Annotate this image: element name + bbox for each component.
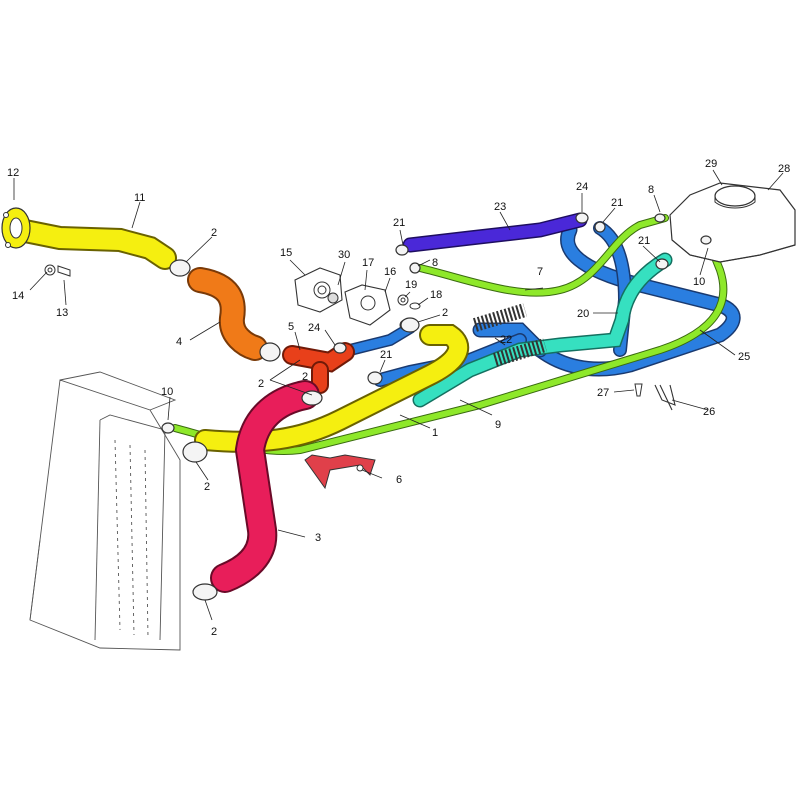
thermostat-housing-icon — [294, 267, 417, 332]
label-14: 14 — [12, 290, 24, 302]
label-23: 23 — [494, 201, 506, 213]
hose-23-purple — [402, 212, 588, 253]
hose-4-orange — [187, 267, 268, 361]
bracket-6 — [304, 454, 376, 490]
label-2-c: 2 — [204, 481, 210, 493]
label-11: 11 — [134, 192, 145, 204]
bolt-27 — [634, 383, 643, 397]
corrugated-hose-22 — [472, 303, 548, 367]
label-15: 15 — [280, 247, 292, 259]
label-6: 6 — [396, 474, 402, 486]
label-16: 16 — [384, 266, 396, 278]
label-18: 18 — [430, 289, 442, 301]
label-21-a: 21 — [638, 235, 650, 247]
label-10-b: 10 — [693, 276, 705, 288]
label-17: 17 — [362, 257, 374, 269]
radiator-outline-icon — [29, 371, 181, 651]
label-2-b: 2 — [258, 378, 264, 390]
washer-18 — [409, 302, 421, 310]
label-3: 3 — [315, 532, 321, 544]
label-24-a: 24 — [576, 181, 588, 193]
hose-20-cyan — [412, 252, 673, 408]
label-21-d: 21 — [380, 349, 392, 361]
hose-3-crimson — [210, 380, 320, 593]
label-10-a: 10 — [161, 386, 173, 398]
label-2-d: 2 — [211, 626, 217, 638]
label-26: 26 — [703, 406, 715, 418]
label-20: 20 — [577, 308, 589, 320]
label-7: 7 — [537, 266, 543, 278]
part-labels: 12 11 2 14 13 4 5 2 10 2 3 2 6 1 9 25 26… — [7, 158, 790, 638]
label-8-b: 8 — [432, 257, 438, 269]
label-21-c: 21 — [611, 197, 623, 209]
label-8-a: 8 — [648, 184, 654, 196]
pipe-5-red — [282, 342, 355, 394]
label-29: 29 — [705, 158, 717, 170]
label-2-f: 2 — [302, 371, 308, 383]
bolt-13 — [57, 265, 71, 277]
clip-26 — [654, 384, 676, 411]
expansion-tank-icon — [669, 182, 796, 263]
label-30: 30 — [338, 249, 350, 261]
label-9: 9 — [495, 419, 501, 431]
label-27: 27 — [597, 387, 609, 399]
label-1: 1 — [432, 427, 438, 439]
label-21-b: 21 — [393, 217, 405, 229]
label-24-b: 24 — [308, 322, 320, 334]
label-2-e: 2 — [442, 307, 448, 319]
label-25: 25 — [738, 351, 750, 363]
label-2-a: 2 — [211, 227, 217, 239]
pipe-11-yellow — [1, 207, 177, 270]
washer-14 — [44, 264, 56, 276]
label-19: 19 — [405, 279, 417, 291]
label-13: 13 — [56, 307, 68, 319]
label-28: 28 — [778, 163, 790, 175]
washer-19 — [397, 294, 409, 306]
label-12: 12 — [7, 167, 19, 179]
label-22: 22 — [500, 334, 512, 346]
hose-7-green — [416, 214, 669, 297]
label-4: 4 — [176, 336, 182, 348]
leader-lines — [13, 169, 784, 621]
label-5: 5 — [288, 321, 294, 333]
hose-clamp-icon — [161, 212, 712, 601]
